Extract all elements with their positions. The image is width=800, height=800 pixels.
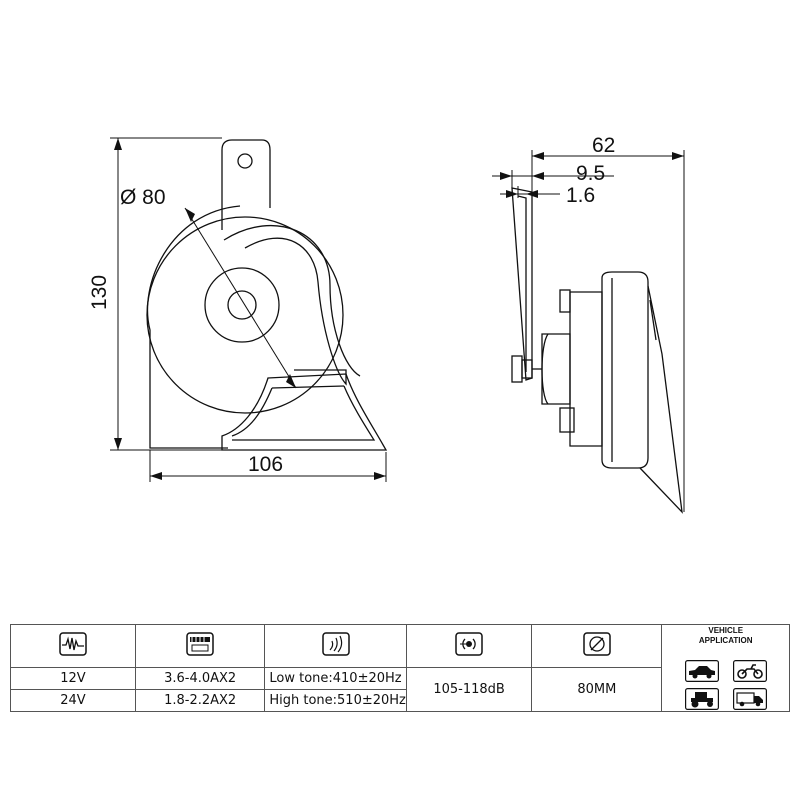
truck-icon: [732, 688, 767, 710]
front-view: [110, 137, 388, 482]
tone-cell: High tone:510±20Hz: [264, 689, 407, 712]
diameter-label: Ø 80: [120, 186, 166, 209]
icon-row: VEHICLE APPLICATION: [10, 624, 790, 712]
voltage-cell: 12V: [10, 667, 136, 690]
current-meter-icon: [186, 632, 214, 656]
spec-table: VEHICLE APPLICATION: [10, 624, 790, 712]
width-label: 106: [248, 453, 283, 476]
sound-level-cell: 105-118dB: [405, 667, 533, 712]
bracket-thickness-label: 1.6: [566, 184, 595, 207]
side-view: [492, 150, 685, 514]
motorcycle-icon: [732, 660, 767, 682]
car-icon: [684, 660, 719, 682]
voltage-cell: 24V: [10, 689, 136, 712]
vehicle-header: VEHICLE APPLICATION: [698, 626, 753, 645]
depth-bracket-label: 9.5: [576, 162, 605, 185]
size-icon: [583, 632, 611, 656]
technical-drawing: Ø 80 130 106 62: [88, 134, 685, 514]
voltage-wave-icon: [59, 632, 87, 656]
current-cell: 1.8-2.2AX2: [134, 689, 266, 712]
height-label: 130: [88, 275, 111, 310]
tone-cell: Low tone:410±20Hz: [264, 667, 407, 690]
size-cell: 80MM: [531, 667, 663, 712]
table-row: 24V 1.8-2.2AX2 High tone:510±20Hz: [10, 689, 790, 712]
table-row: 12V 3.6-4.0AX2 Low tone:410±20Hz 105-118…: [10, 667, 790, 712]
depth-total-label: 62: [592, 134, 615, 157]
tractor-icon: [684, 688, 719, 710]
current-cell: 3.6-4.0AX2: [134, 667, 266, 690]
sound-level-icon: [455, 632, 483, 656]
sound-wave-icon: [321, 632, 350, 656]
